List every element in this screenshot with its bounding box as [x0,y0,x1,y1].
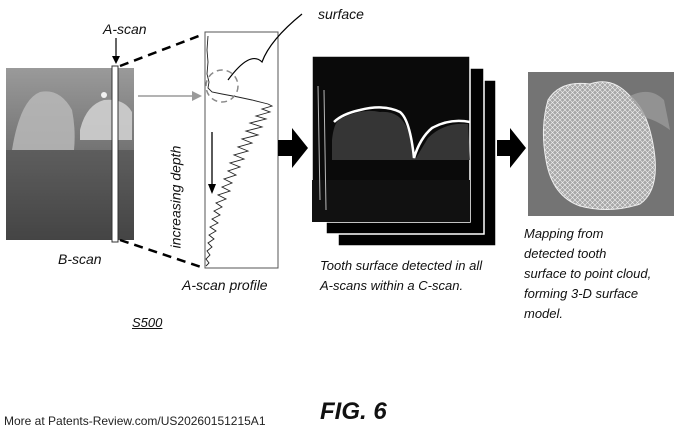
step-reference: S500 [132,315,163,330]
a-scan-profile-trace [205,35,274,267]
process-arrow-1 [278,128,308,168]
increasing-depth-label: increasing depth [167,145,184,249]
c-scan-caption: Tooth surface detected in all A-scans wi… [320,256,482,296]
surface-model-image [528,72,674,216]
c-scan-caption-line: A-scans within a C-scan. [320,278,464,293]
mapping-caption-line: model. [524,306,564,321]
mapping-caption-line: detected tooth [524,246,607,261]
mapping-caption-line: surface to point cloud, [524,266,652,281]
surface-highlight-circle [205,69,239,103]
footer-link[interactable]: More at Patents-Review.com/US20260151215… [4,414,266,428]
process-arrow-2 [497,128,526,168]
a-scan-label: A-scan [103,21,147,37]
surface-callout-line [227,13,303,81]
surface-label: surface [318,6,364,22]
projection-line-bottom [119,238,205,270]
mapping-caption-line: forming 3-D surface [524,286,639,301]
c-scan-caption-line: Tooth surface detected in all [320,258,483,273]
depth-arrow-head [208,184,216,194]
figure-title: FIG. 6 [320,398,387,425]
c-scan-stack [311,55,497,247]
mapping-caption: Mapping from detected tooth surface to p… [524,224,651,324]
mapping-caption-line: Mapping from [524,226,604,241]
a-scan-arrow-head [112,56,120,64]
a-scan-profile-label: A-scan profile [182,277,268,293]
projection-line-top [119,32,205,68]
a-scan-profile-panel [204,31,279,269]
b-scan-label: B-scan [58,251,102,267]
a-scan-column [111,65,119,243]
b-scan-to-profile-arrow-head [192,91,202,101]
